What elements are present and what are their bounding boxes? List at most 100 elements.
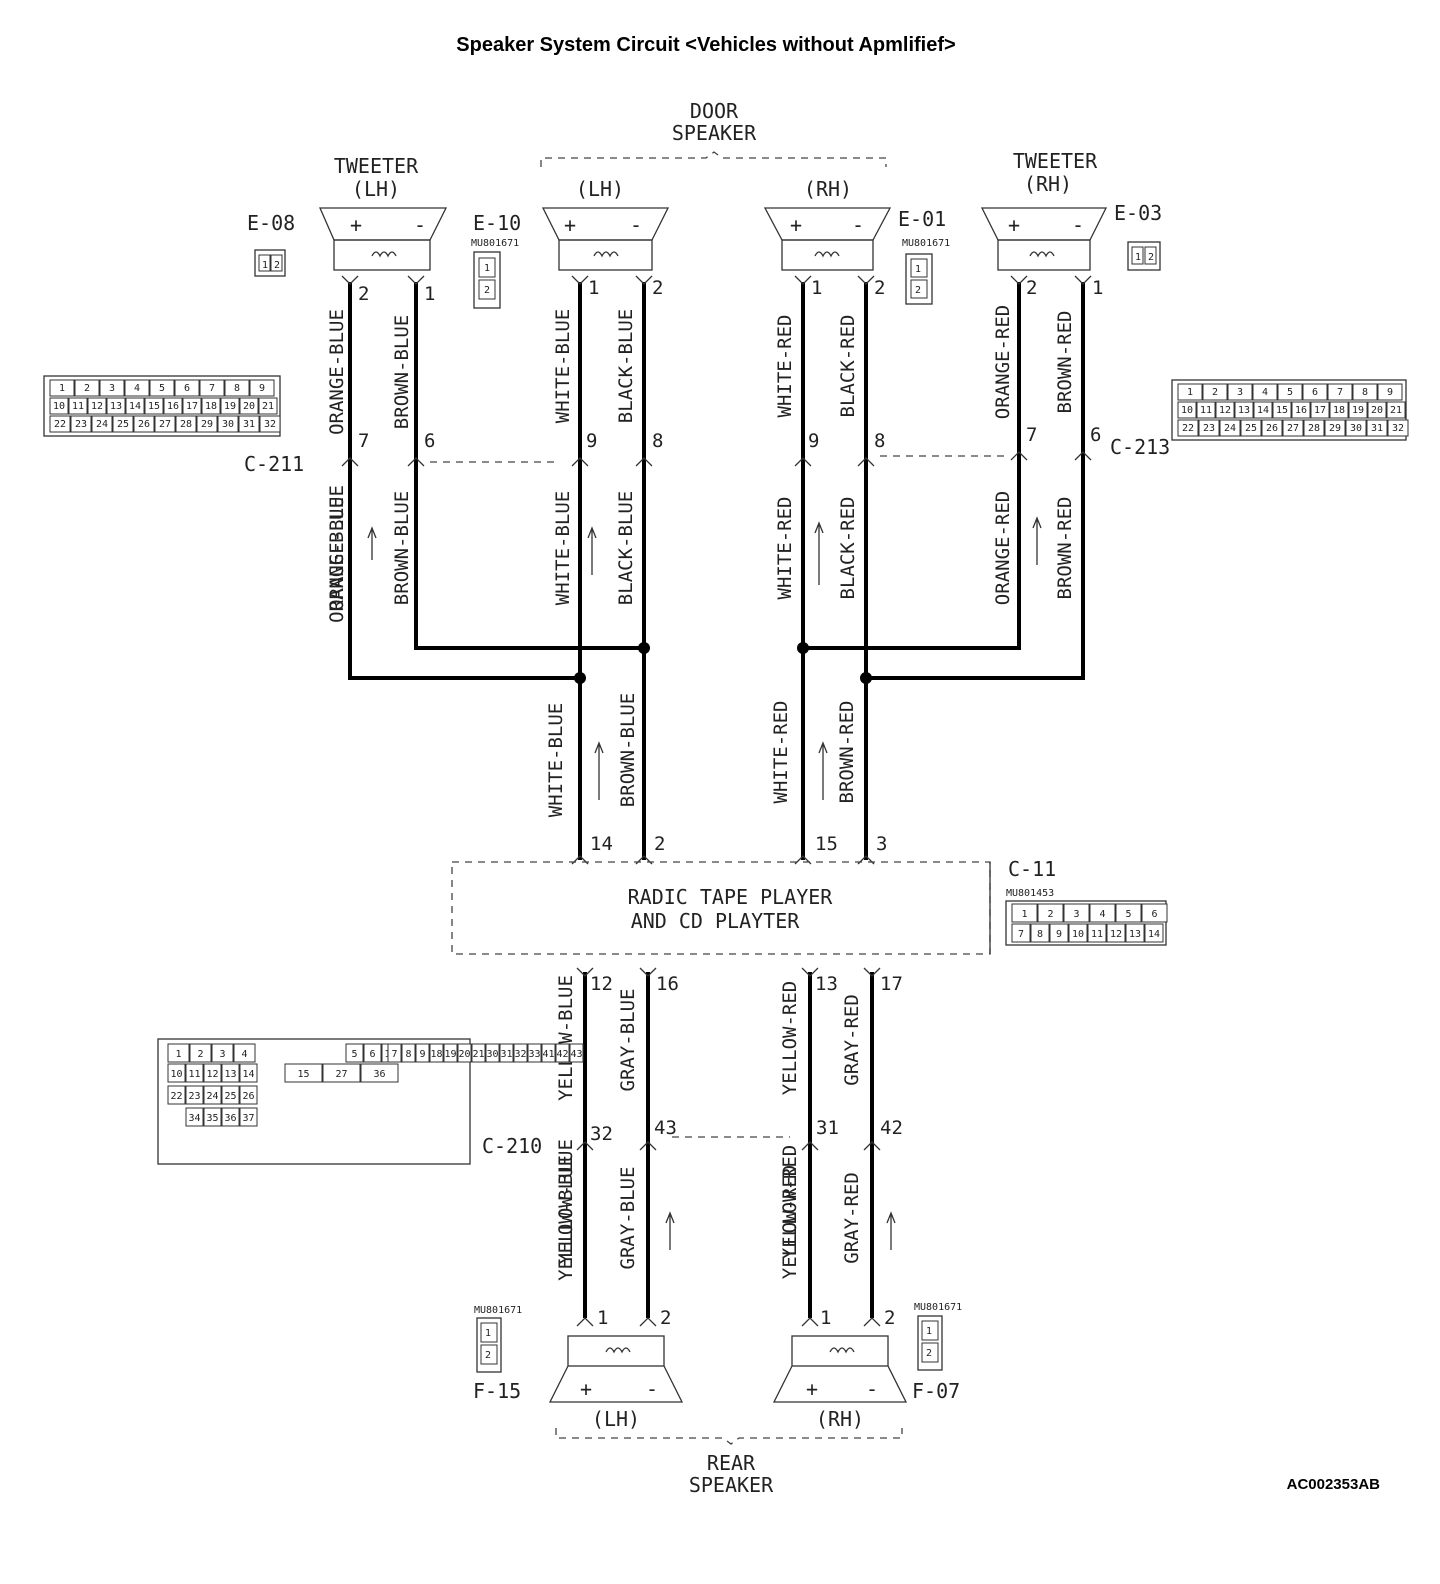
connector-cell	[1329, 401, 1349, 419]
connector-cell-number: 21	[262, 401, 274, 412]
svg-text:(LH): (LH)	[576, 177, 624, 201]
connector-cell-number: 29	[201, 419, 213, 430]
connector-cell-number: 32	[514, 1049, 526, 1060]
connector-cell	[167, 1043, 190, 1063]
connector-cell-number: 2	[197, 1049, 203, 1060]
connector-cell	[1115, 903, 1142, 923]
svg-text:+: +	[806, 1377, 818, 1401]
connector-cell-number: 42	[556, 1049, 568, 1060]
connector-cell-number: 19	[1352, 405, 1364, 416]
svg-text:E-03: E-03	[1114, 201, 1162, 225]
svg-text:MU801671: MU801671	[914, 1302, 962, 1313]
connector-cell	[239, 1063, 258, 1083]
connector-cell	[238, 415, 260, 433]
connector-cell-number: 20	[243, 401, 255, 412]
svg-text:BROWN-RED: BROWN-RED	[1054, 311, 1076, 414]
svg-text:2: 2	[926, 1348, 932, 1359]
signal-direction-arrows	[367, 516, 1042, 1250]
connector-cell	[1177, 401, 1197, 419]
svg-text:E-08: E-08	[247, 211, 295, 235]
connector-cell	[154, 415, 176, 433]
connector-cell-number: 13	[224, 1069, 236, 1080]
connector-cell-number: 8	[405, 1049, 411, 1060]
svg-text:31: 31	[816, 1117, 839, 1139]
svg-text:DOOR: DOOR	[690, 99, 739, 123]
connector-cell-number: 11	[1091, 929, 1103, 940]
connector-cell-number: 43	[570, 1049, 582, 1060]
svg-text:C-213: C-213	[1110, 435, 1170, 459]
svg-text:(RH): (RH)	[816, 1407, 864, 1431]
connector-cell-number: 20	[1371, 405, 1383, 416]
svg-text:GRAY-RED: GRAY-RED	[841, 994, 863, 1086]
connector-cell-number: 13	[1238, 405, 1250, 416]
connector-cell-number: 36	[373, 1069, 385, 1080]
svg-text:7: 7	[1026, 424, 1037, 446]
svg-text:2: 2	[1148, 252, 1154, 263]
connector-cell-number: 4	[1262, 387, 1268, 398]
connector-cell	[239, 1085, 258, 1105]
connector-cell	[125, 397, 145, 415]
connector-cell	[201, 397, 221, 415]
connector-cell-number: 15	[148, 401, 160, 412]
connector-cell-number: 24	[96, 419, 108, 430]
connector-cell	[1215, 401, 1235, 419]
connector-cell	[1234, 401, 1254, 419]
pin-numbers: 2 1 1 2 1 2 2 1 7 6 9 8 9 8 7 6 14 2 15 …	[358, 277, 1103, 1329]
svg-text:1: 1	[597, 1307, 608, 1329]
svg-text:C-211: C-211	[244, 452, 304, 476]
svg-text:YELLOW-BLUE: YELLOW-BLUE	[555, 1155, 577, 1281]
svg-text:BLACK-RED: BLACK-RED	[837, 315, 859, 418]
svg-text:1: 1	[588, 277, 599, 299]
svg-text:YELLOW-RED: YELLOW-RED	[779, 1145, 801, 1259]
connector-cell-number: 2	[84, 383, 90, 394]
connector-cell-number: 23	[75, 419, 87, 430]
svg-text:2: 2	[884, 1307, 895, 1329]
connector-cell-number: 6	[1312, 387, 1318, 398]
connector-cell	[1366, 419, 1388, 437]
svg-text:GRAY-BLUE: GRAY-BLUE	[617, 1167, 639, 1270]
connector-cell	[199, 379, 225, 397]
connector-cell-number: 1	[1187, 387, 1193, 398]
svg-text:ORANGE-RED: ORANGE-RED	[992, 305, 1014, 419]
connector-cell-number: 19	[224, 401, 236, 412]
svg-text:2: 2	[654, 833, 665, 855]
connector-cell-number: 24	[1224, 423, 1236, 434]
connector-cell	[185, 1085, 204, 1105]
connector-cell	[220, 397, 240, 415]
svg-text:1: 1	[424, 283, 435, 305]
svg-text:E-10: E-10	[473, 211, 521, 235]
connector-cell-number: 34	[188, 1113, 200, 1124]
connector-cell-number: 9	[259, 383, 265, 394]
terminal-marks	[341, 275, 1092, 1327]
connector-cell	[569, 1043, 584, 1063]
connector-cell	[1037, 903, 1064, 923]
svg-text:2: 2	[358, 283, 369, 305]
svg-text:AND CD PLAYTER: AND CD PLAYTER	[631, 909, 801, 933]
connector-cell-number: 31	[500, 1049, 512, 1060]
connector-cell	[1282, 419, 1304, 437]
connector-cell-number: 28	[1308, 423, 1320, 434]
wires	[348, 282, 1085, 1318]
connector-cell-number: 2	[1047, 909, 1053, 920]
svg-text:F-07: F-07	[912, 1379, 960, 1403]
connector-cell-number: 32	[264, 419, 276, 430]
svg-text:WHITE-BLUE: WHITE-BLUE	[545, 703, 567, 817]
connector-cell-number: 25	[117, 419, 129, 430]
connector-cell-number: 31	[243, 419, 255, 430]
connector-cell	[163, 397, 183, 415]
connector-cell-number: 4	[134, 383, 140, 394]
svg-text:-: -	[414, 213, 426, 237]
connector-cell	[1252, 383, 1278, 401]
connector-cell-number: 32	[1392, 423, 1404, 434]
svg-text:C-11: C-11	[1008, 857, 1056, 881]
connector-cell-number: 8	[1037, 929, 1043, 940]
svg-text:1: 1	[811, 277, 822, 299]
connector-cell-number: 14	[129, 401, 141, 412]
connector-cell-number: 13	[1129, 929, 1141, 940]
svg-text:43: 43	[654, 1117, 677, 1139]
connector-cell-number: 30	[486, 1049, 498, 1060]
connector-cell-number: 10	[170, 1069, 182, 1080]
svg-text:2: 2	[874, 277, 885, 299]
svg-text:1: 1	[926, 1326, 932, 1337]
